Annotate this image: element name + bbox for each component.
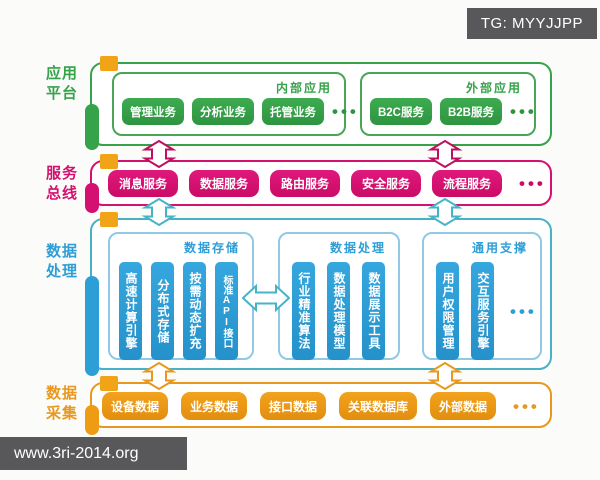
- general-support-bars: 用户权限管理 交互服务引擎 •••: [436, 262, 537, 360]
- ellipsis-more-support: •••: [510, 301, 537, 321]
- node-relational-database: 关联数据库: [339, 392, 417, 420]
- data-process-bars: 行业精准算法 数据处理模型 数据展示工具: [292, 262, 385, 360]
- layer-data-collection: 设备数据 业务数据 接口数据 关联数据库 外部数据 •••: [85, 376, 552, 435]
- group-title-internal-apps: 内部应用: [275, 81, 332, 95]
- layer-hook-decoration: [85, 276, 99, 376]
- node-data-processing-model: 数据处理模型: [327, 262, 350, 360]
- layer-label-data-processing: 数据处理: [46, 243, 79, 280]
- group-title-data-storage: 数据存储: [183, 241, 240, 255]
- node-standard-api-interface: 标准API接口: [215, 262, 238, 360]
- group-internal-apps: 内部应用 管理业务 分析业务 托管业务 •••: [112, 72, 356, 136]
- node-on-demand-dynamic-scaling: 按需动态扩充: [183, 262, 206, 360]
- watermark-site-text: www.3ri-2014.org: [14, 444, 139, 462]
- arrow-updown-proc-collect-right: [427, 362, 463, 390]
- group-data-process: 数据处理 行业精准算法 数据处理模型 数据展示工具: [278, 232, 400, 360]
- data-storage-bars: 高速计算引擎 分布式存储 按需动态扩充 标准API接口: [119, 262, 238, 360]
- arrow-updown-bus-proc-right: [427, 198, 463, 226]
- node-management-business: 管理业务: [122, 98, 184, 125]
- corner-square-icon: [100, 212, 118, 227]
- ellipsis-more-internal: •••: [332, 102, 359, 121]
- node-message-service: 消息服务: [108, 170, 178, 197]
- external-apps-row: B2C服务 B2B服务 •••: [370, 98, 537, 125]
- node-b2b-service: B2B服务: [440, 98, 502, 125]
- layer-label-service-bus: 服务总线: [46, 165, 79, 202]
- layer-label-data-collection: 数据采集: [46, 385, 79, 422]
- watermark-tag-text: TG: MYYJJPP: [480, 15, 583, 32]
- group-external-apps: 外部应用 B2C服务 B2B服务 •••: [360, 72, 536, 136]
- node-security-service: 安全服务: [351, 170, 421, 197]
- node-process-service: 流程服务: [432, 170, 502, 197]
- node-data-service: 数据服务: [189, 170, 259, 197]
- arrow-updown-app-bus-right: [427, 140, 463, 168]
- corner-square-icon: [100, 154, 118, 169]
- ellipsis-more-external: •••: [510, 102, 537, 121]
- arrow-updown-app-bus-left: [141, 140, 177, 168]
- ellipsis-more-collect: •••: [513, 396, 540, 416]
- node-interface-data: 接口数据: [260, 392, 326, 420]
- arrow-updown-bus-proc-left: [141, 198, 177, 226]
- layer-data-processing: 数据存储 高速计算引擎 分布式存储 按需动态扩充 标准API接口 数据处理 行业…: [85, 212, 552, 376]
- node-distributed-storage: 分布式存储: [151, 262, 174, 360]
- watermark-site-badge: www.3ri-2014.org: [0, 437, 187, 470]
- layer-hook-decoration: [85, 104, 99, 150]
- group-title-external-apps: 外部应用: [465, 81, 522, 95]
- node-routing-service: 路由服务: [270, 170, 340, 197]
- node-b2c-service: B2C服务: [370, 98, 432, 125]
- node-analysis-business: 分析业务: [192, 98, 254, 125]
- group-general-support: 通用支撑 用户权限管理 交互服务引擎 •••: [422, 232, 542, 360]
- node-industry-precision-algorithm: 行业精准算法: [292, 262, 315, 360]
- corner-square-icon: [100, 376, 118, 391]
- node-business-data: 业务数据: [181, 392, 247, 420]
- layer-application-platform: 内部应用 管理业务 分析业务 托管业务 ••• 外部应用 B2C服务 B2B服务…: [85, 56, 552, 150]
- internal-apps-row: 管理业务 分析业务 托管业务 •••: [122, 98, 359, 125]
- node-interactive-service-engine: 交互服务引擎: [471, 262, 494, 360]
- layer-service-bus: 消息服务 数据服务 路由服务 安全服务 流程服务 •••: [85, 154, 552, 213]
- arrow-leftright-storage-process: [242, 283, 290, 313]
- group-title-data-process: 数据处理: [329, 241, 386, 255]
- node-hosting-business: 托管业务: [262, 98, 324, 125]
- node-external-data: 外部数据: [430, 392, 496, 420]
- corner-square-icon: [100, 56, 118, 71]
- ellipsis-more-bus: •••: [519, 174, 546, 193]
- node-device-data: 设备数据: [102, 392, 168, 420]
- node-data-display-tool: 数据展示工具: [362, 262, 385, 360]
- group-title-general-support: 通用支撑: [471, 241, 528, 255]
- arrow-updown-proc-collect-left: [141, 362, 177, 390]
- layer-hook-decoration: [85, 405, 99, 435]
- data-collection-row: 设备数据 业务数据 接口数据 关联数据库 外部数据 •••: [102, 392, 540, 420]
- node-high-speed-compute-engine: 高速计算引擎: [119, 262, 142, 360]
- watermark-tag-badge: TG: MYYJJPP: [466, 8, 597, 39]
- service-bus-row: 消息服务 数据服务 路由服务 安全服务 流程服务 •••: [108, 170, 546, 197]
- node-user-permission-management: 用户权限管理: [436, 262, 459, 360]
- group-data-storage: 数据存储 高速计算引擎 分布式存储 按需动态扩充 标准API接口: [108, 232, 254, 360]
- layer-hook-decoration: [85, 183, 99, 213]
- layer-label-application-platform: 应用平台: [46, 65, 79, 102]
